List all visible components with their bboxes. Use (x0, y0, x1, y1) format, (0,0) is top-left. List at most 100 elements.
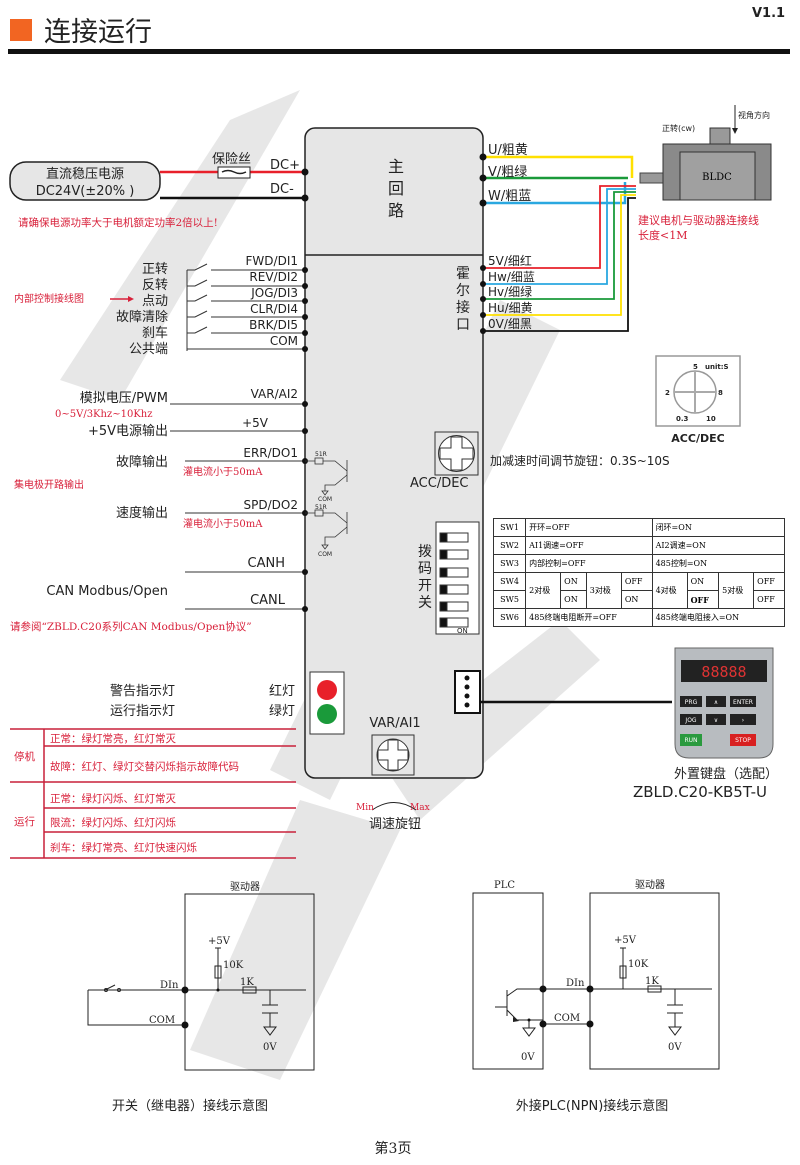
run-light-label: 运行指示灯 (110, 704, 175, 719)
input-pin: CLR/DI4 (250, 302, 298, 316)
cell: ON (686, 572, 720, 591)
input-name: 刹车 (142, 325, 168, 341)
cell: 5对极 (718, 572, 755, 609)
external-keypad[interactable]: 88888 (674, 647, 774, 759)
analog-pin: VAR/AI2 (251, 387, 298, 401)
main-circuit-label: 主 (388, 157, 404, 176)
cell: 2对极 (525, 572, 562, 609)
keypad-prg-key[interactable]: PRG (685, 699, 698, 706)
analog-label: 模拟电压/PWM (80, 391, 168, 406)
status-stop-label: 停机 (14, 750, 35, 763)
cell: 485终端电阻断开=OFF (525, 608, 653, 627)
input-pin: REV/DI2 (249, 270, 298, 284)
diagram-10k-label: 10K (628, 959, 649, 970)
power-note: 请确保电源功率大于电机额定功率2倍以上! (18, 216, 218, 229)
keypad-run-key[interactable]: RUN (684, 737, 697, 744)
keypad-display: 88888 (701, 663, 746, 681)
accdec-knob[interactable] (434, 431, 479, 476)
fault-output-pin: ERR/DO1 (243, 446, 298, 460)
hall-label: 尔 (456, 283, 470, 299)
dial-tick: 2 (665, 389, 670, 397)
cell: SW2 (492, 536, 527, 555)
open-collector-note: 集电极开路输出 (14, 478, 84, 491)
phase-v-label: V/粗绿 (488, 165, 527, 180)
version-label: V1.1 (752, 6, 785, 21)
phase-w-label: W/粗蓝 (488, 189, 531, 204)
accdec-label: ACC/DEC (410, 476, 469, 491)
plc-wiring-diagram (472, 892, 720, 1070)
view-direction-label: 视角方向 (738, 110, 770, 120)
accdec-dial-diagram: 5 unit:S 2 8 0.3 10 (655, 355, 741, 427)
power-output-pin: +5V (242, 416, 269, 430)
input-pin: COM (270, 334, 298, 348)
keypad-right-key[interactable]: › (742, 717, 744, 724)
cell: OFF (753, 590, 785, 609)
status-row: 正常：绿灯闪烁、红灯常灭 (50, 792, 176, 805)
red-indicator-icon (317, 680, 337, 700)
page-number: 第3页 (375, 1140, 412, 1157)
diagram-5v-label: +5V (614, 935, 637, 946)
cell: AI2调速=ON (651, 536, 786, 555)
accdec-dial-label: ACC/DEC (671, 432, 724, 445)
motor-bldc: BLDC (639, 127, 772, 201)
dial-tick: 5 (693, 363, 698, 371)
warning-light-label: 警告指示灯 (110, 683, 175, 699)
accdec-description: 加减速时间调节旋钮：0.3S~10S (490, 453, 670, 468)
diagram-din-label: DIn (160, 980, 179, 991)
diagram-din-label: DIn (566, 978, 585, 989)
dial-tick: 8 (718, 389, 723, 397)
cell: 485终端电阻接入=ON (651, 608, 786, 627)
keypad-model: ZBLD.C20-KB5T-U (633, 783, 767, 801)
diagram-5v-label: +5V (208, 936, 231, 947)
cell: 3对极 (585, 572, 622, 609)
cell: SW6 (492, 608, 527, 627)
dc-minus-label: DC- (270, 182, 294, 197)
keypad-label: 外置键盘（选配） (674, 766, 778, 782)
header-accent-square (10, 19, 32, 41)
keypad-down-key[interactable]: ∨ (714, 717, 718, 724)
hall-pin-label: 5V/细红 (488, 253, 532, 268)
cell: 开环=OFF (525, 518, 653, 537)
canh-label: CANH (248, 556, 285, 571)
output-transistors (305, 457, 348, 550)
hall-label: 霍 (456, 266, 470, 282)
resistor-label: 51R (315, 504, 327, 511)
dial-tick: 10 (706, 415, 716, 423)
power-supply (9, 161, 161, 201)
keypad-jog-key[interactable]: JOG (684, 717, 696, 724)
hall-label: 接 (456, 299, 470, 316)
keypad-enter-key[interactable]: ENTER (733, 699, 753, 706)
resistor-label: 51R (315, 451, 327, 458)
dip-label: 关 (418, 595, 432, 611)
motor-label: BLDC (702, 172, 732, 183)
main-circuit-label: 回 (388, 179, 404, 198)
dip-on-label: ON (457, 627, 468, 635)
com-label: COM (318, 496, 332, 503)
page-title: 连接运行 (44, 17, 152, 48)
dip-switches[interactable] (439, 532, 469, 628)
speed-knob[interactable] (371, 734, 415, 776)
input-name: 点动 (142, 294, 168, 309)
speed-knob-pin: VAR/AI1 (369, 716, 420, 731)
power-supply-name: 直流稳压电源 (46, 166, 124, 182)
cell: SW3 (492, 554, 527, 573)
input-pin: BRK/DI5 (249, 318, 298, 332)
hall-pin-label: Hu/细黄 (488, 301, 533, 315)
hall-wires (483, 185, 636, 332)
keypad-up-key[interactable]: ∧ (714, 699, 718, 706)
diagram-0v-label: 0V (521, 1052, 535, 1063)
com-label: COM (318, 551, 332, 558)
motor-cable-note: 长度<1M (638, 228, 687, 242)
knob-min-label: Min (356, 803, 374, 813)
cell: ON (560, 572, 587, 591)
cell: SW1 (492, 518, 527, 537)
status-row: 正常：绿灯常亮，红灯常灭 (50, 732, 176, 745)
can-protocol-note: 请参阅“ZBLD.C20系列CAN Modbus/Open协议” (10, 620, 252, 633)
cell: ON (620, 590, 653, 609)
keypad-stop-key[interactable]: STOP (735, 737, 751, 744)
cell: ON (560, 590, 587, 609)
